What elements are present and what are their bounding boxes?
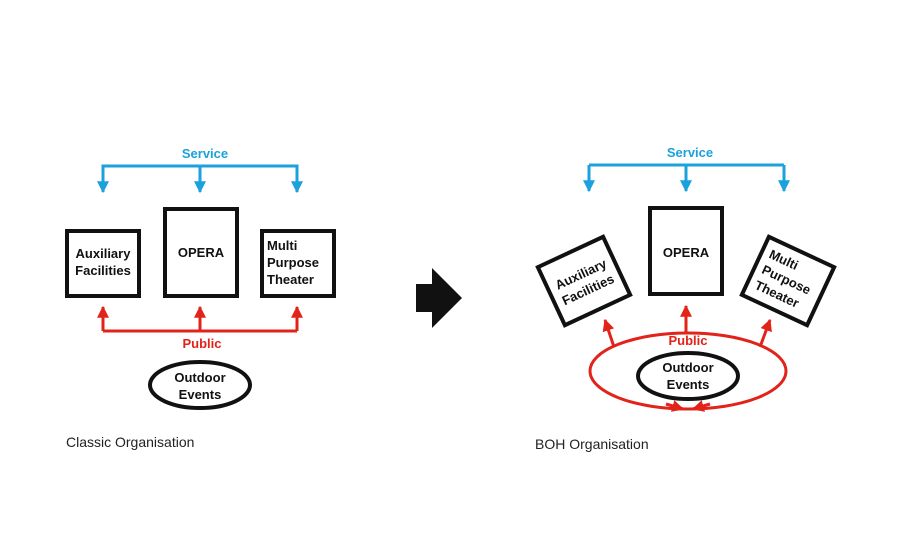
classic-diagram: Service Auxiliary Facilities OPERA Multi… (65, 146, 336, 450)
boh-service-connector (583, 163, 790, 193)
classic-service-connector (97, 164, 303, 194)
boh-multi-purpose-box: Multi Purpose Theater (739, 234, 837, 328)
classic-auxiliary-line1: Auxiliary (76, 246, 132, 261)
classic-auxiliary-box: Auxiliary Facilities (65, 229, 141, 298)
boh-outdoor-line1: Outdoor (662, 360, 713, 375)
classic-auxiliary-line2: Facilities (75, 263, 131, 278)
classic-opera-box: OPERA (163, 207, 239, 298)
classic-multi-line1: Multi (267, 238, 297, 253)
classic-opera-label: OPERA (178, 245, 225, 260)
classic-outdoor-line2: Events (179, 387, 222, 402)
classic-outdoor-line1: Outdoor (174, 370, 225, 385)
classic-service-label: Service (182, 146, 228, 161)
boh-auxiliary-box: Auxiliary Facilities (535, 234, 633, 328)
boh-service-label: Service (667, 145, 713, 160)
boh-opera-box: OPERA (648, 206, 724, 296)
boh-opera-label: OPERA (663, 245, 710, 260)
boh-caption: BOH Organisation (535, 436, 649, 452)
boh-outdoor-events: Outdoor Events (636, 351, 740, 401)
boh-diagram: Service Auxiliary Facilities OPERA Multi… (535, 145, 837, 452)
boh-public-connector (588, 304, 788, 412)
classic-multi-purpose-box: Multi Purpose Theater (260, 229, 336, 298)
boh-outdoor-line2: Events (667, 377, 710, 392)
classic-public-connector (97, 305, 303, 333)
boh-public-label: Public (668, 333, 707, 348)
classic-multi-line2: Purpose (267, 255, 319, 270)
classic-outdoor-events: Outdoor Events (148, 360, 252, 410)
classic-caption: Classic Organisation (66, 434, 194, 450)
classic-public-label: Public (182, 336, 221, 351)
right-arrow-icon (416, 268, 462, 328)
classic-multi-line3: Theater (267, 272, 314, 287)
